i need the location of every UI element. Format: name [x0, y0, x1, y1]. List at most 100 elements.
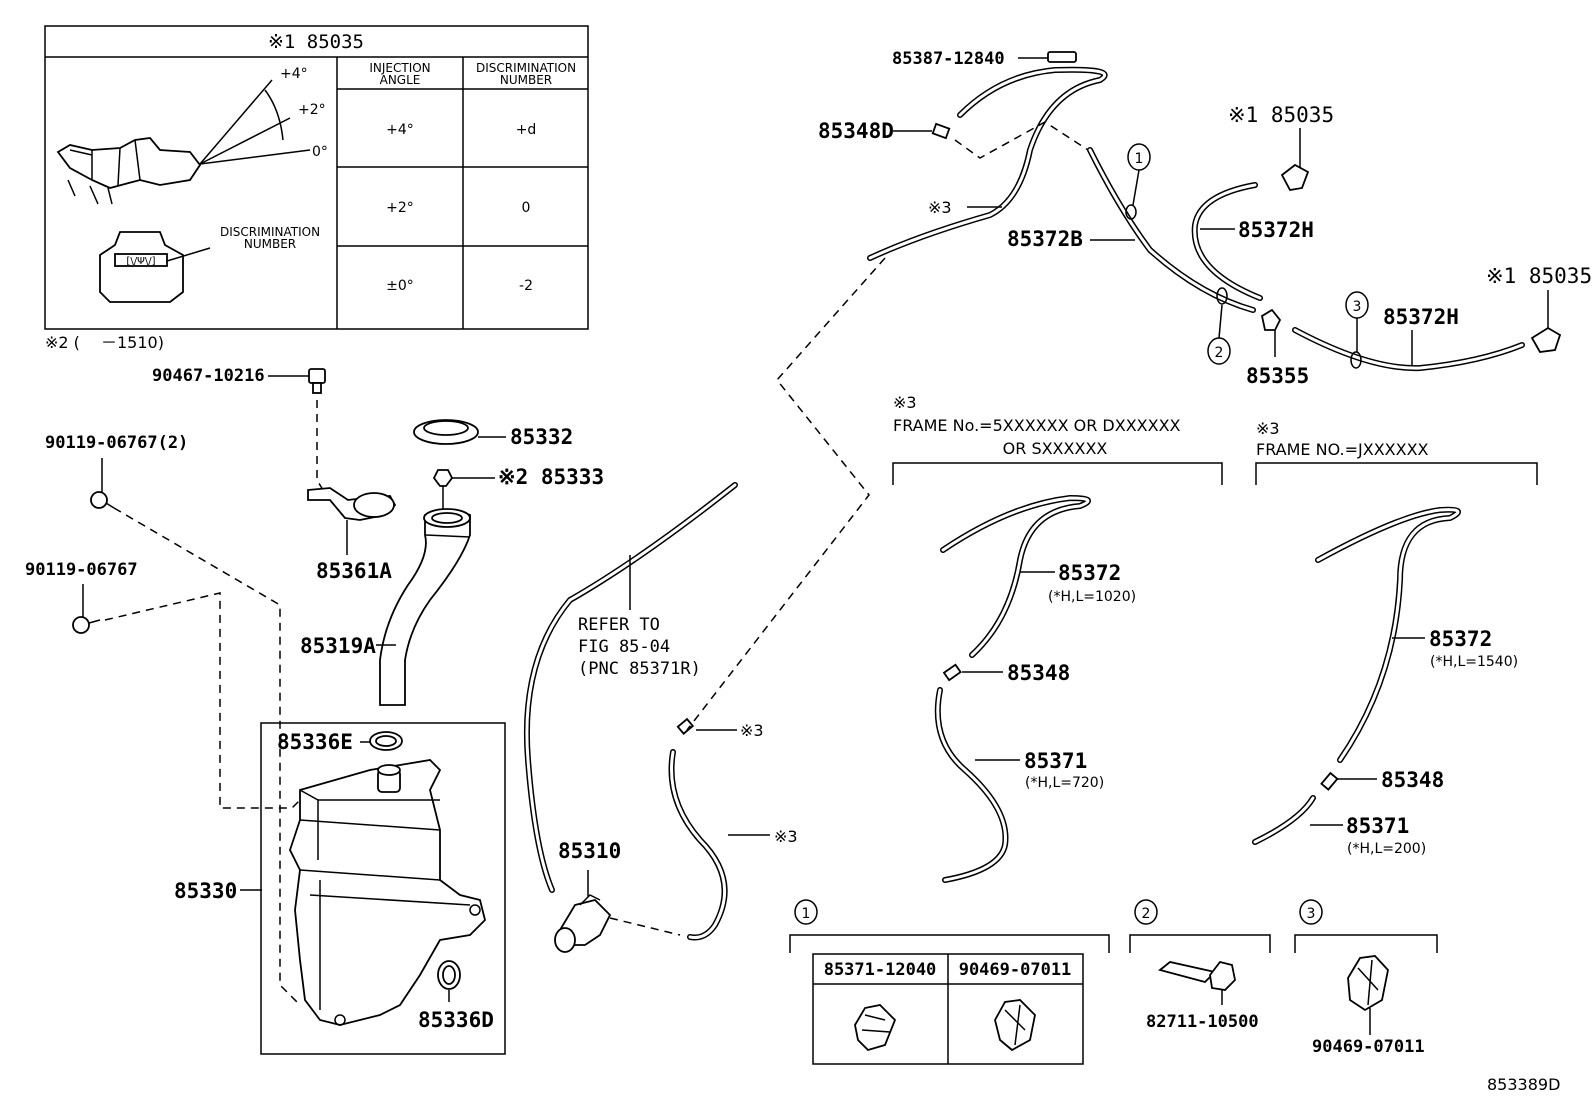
label-90467-10216: 90467-10216: [152, 366, 265, 386]
variant-b-line1: FRAME NO.=JXXXXXX: [1256, 440, 1429, 459]
svg-text:3: 3: [1353, 299, 1362, 315]
hose-85372H-b: [1292, 327, 1525, 372]
figure-id: 853389D: [1487, 1075, 1560, 1094]
callout-3: 3: [1345, 291, 1369, 369]
clip-85387: [1047, 51, 1077, 63]
label-85348D: 85348D: [818, 119, 894, 143]
variant-b-len-85371: (*H,L=200): [1347, 841, 1426, 857]
inset-title: ※1 85035: [268, 31, 364, 53]
variant-b-label-85372: 85372: [1429, 627, 1492, 651]
marker-text: [\/Ψ\/]: [126, 256, 155, 267]
label-85372H-b: 85372H: [1383, 305, 1459, 329]
refer-line1: REFER TO: [578, 615, 660, 635]
label-85336E: 85336E: [277, 730, 353, 754]
discrimination-label-1: DISCRIMINATION: [220, 225, 320, 239]
label-85310: 85310: [558, 839, 621, 863]
label-85035-a: ※1 85035: [1228, 103, 1334, 127]
clip-90469-07011-a: [994, 999, 1036, 1052]
row-number-3: -2: [519, 278, 533, 294]
label-90119-06767: 90119-06767: [25, 560, 138, 580]
variant-a-line1: FRAME No.=5XXXXXX OR DXXXXXX: [893, 416, 1181, 435]
variant-a-connector-85348: [942, 663, 962, 682]
detail-3: 3 90469-07011: [1294, 899, 1438, 1057]
hose-85372H-a: [1191, 182, 1263, 301]
variant-a-mark: ※3: [893, 393, 917, 412]
clip-85371-12040: [854, 1004, 897, 1052]
variant-b-label-85371: 85371: [1346, 814, 1409, 838]
angle-plus2: +2°: [298, 102, 326, 118]
screw-90119-a: [90, 491, 115, 509]
clip-82711-10500: [1158, 960, 1236, 991]
callout-1: 1: [1125, 143, 1151, 220]
filler-neck-85319A: [379, 508, 471, 706]
label-85332: 85332: [510, 425, 573, 449]
nozzle-drawing: +4° +2° 0°: [56, 66, 328, 205]
variant-a-hose-85372: [940, 494, 1091, 658]
row-number-2: 0: [522, 200, 531, 216]
variant-b-len-85372: (*H,L=1540): [1430, 654, 1518, 670]
hose-85372-top: [867, 66, 1108, 261]
svg-text:1: 1: [802, 906, 811, 922]
variant-a-label-85371: 85371: [1024, 749, 1087, 773]
tank-frame: [260, 722, 506, 1055]
detail1-right-label: 90469-07011: [959, 960, 1072, 980]
note-2: ※2 ( －1510): [45, 333, 164, 352]
detail3-label: 90469-07011: [1312, 1037, 1425, 1057]
variant-a-hose-85371: [934, 687, 1009, 883]
callout-2: 2: [1207, 287, 1231, 365]
bolt-90467: [308, 368, 326, 394]
detail2-label: 82711-10500: [1146, 1012, 1259, 1032]
label-85372B: 85372B: [1007, 227, 1083, 251]
nozzle-85035-a: [1280, 163, 1310, 191]
clip-85355: [1260, 308, 1282, 331]
star3-top: ※3: [928, 198, 952, 217]
label-85361A: 85361A: [316, 559, 392, 583]
detail-1: 1 85371-12040 90469-07011: [789, 899, 1110, 1065]
label-85355: 85355: [1246, 364, 1309, 388]
row-angle-3: ±0°: [386, 278, 414, 294]
label-85330: 85330: [174, 879, 237, 903]
angle-zero: 0°: [312, 144, 328, 160]
svg-text:3: 3: [1307, 906, 1316, 922]
label-85319A: 85319A: [300, 634, 376, 658]
grommet-85336E: [369, 731, 403, 751]
variant-b-mark: ※3: [1256, 419, 1280, 438]
star3-center-connector: ※3: [740, 721, 764, 740]
label-85336D: 85336D: [418, 1008, 494, 1032]
variant-a: ※3 FRAME No.=5XXXXXX OR DXXXXXX OR SXXXX…: [892, 393, 1223, 883]
bracket-85361A: [307, 487, 397, 521]
label-85035-b: ※1 85035: [1486, 264, 1592, 288]
variant-a-len-85372: (*H,L=1020): [1048, 589, 1136, 605]
clip-90469-07011-b: [1347, 955, 1389, 1012]
cap-85332: [413, 419, 479, 445]
svg-text:1: 1: [1135, 151, 1144, 167]
row-angle-2: +2°: [386, 200, 414, 216]
variant-b-hose-85372: [1315, 506, 1461, 763]
hose-85372B: [1087, 147, 1256, 313]
variant-a-len-85371: (*H,L=720): [1025, 775, 1104, 791]
star3-center-hose: ※3: [774, 827, 798, 846]
svg-text:2: 2: [1142, 906, 1151, 922]
svg-text:2: 2: [1215, 345, 1224, 361]
variant-b-hose-85371: [1252, 795, 1316, 845]
refer-line3: (PNC 85371R): [578, 659, 701, 679]
hose-star3-center: [668, 749, 728, 941]
variant-b: ※3 FRAME NO.=JXXXXXX 85372 (*H,L=1540) 8…: [1252, 419, 1538, 857]
variant-a-label-85372: 85372: [1058, 561, 1121, 585]
detail-2: 2 82711-10500: [1129, 899, 1271, 1032]
connector-85348D: [931, 122, 951, 140]
angle-plus4: +4°: [280, 66, 308, 82]
variant-b-label-85348: 85348: [1381, 768, 1444, 792]
label-85387-12840: 85387-12840: [892, 49, 1005, 69]
grommet-85336D: [437, 960, 461, 990]
row-number-1: +d: [516, 122, 537, 138]
screw-90119-b: [72, 616, 101, 634]
label-85372H-a: 85372H: [1238, 218, 1314, 242]
label-90119-06767-2: 90119-06767(2): [45, 433, 188, 453]
hose-center-long: [523, 482, 738, 893]
detail1-left-label: 85371-12040: [824, 960, 937, 980]
